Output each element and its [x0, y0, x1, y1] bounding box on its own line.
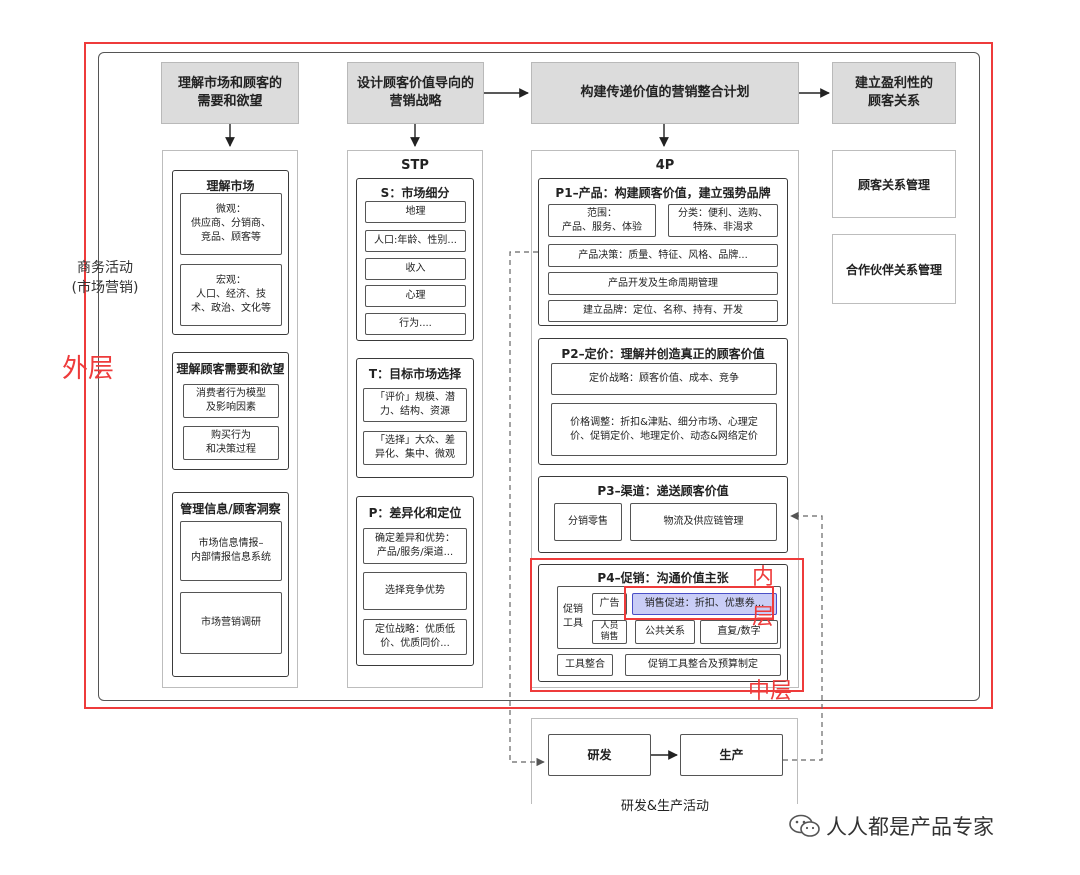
micro-environment-item: 微观： 供应商、分销商、 竞品、顾客等 [180, 193, 282, 255]
inner-layer-label: 内 [752, 565, 775, 590]
distribution-retail-item: 分销零售 [554, 503, 622, 541]
segment-item: 心理 [365, 285, 466, 307]
group-title: 理解市场 [206, 179, 255, 193]
pricing-strategy-item: 定价战略：顾客价值、成本、竞争 [551, 363, 777, 395]
segment-item: 地理 [365, 201, 466, 223]
macro-environment-item: 宏观： 人口、经济、技 术、政治、文化等 [180, 264, 282, 326]
header-design-strategy: 设计顾客价值导向的 营销战略 [347, 62, 484, 124]
header-integrated-plan: 构建传递价值的营销整合计划 [531, 62, 799, 124]
select-item: 「选择」大众、差 异化、集中、微观 [363, 431, 467, 465]
crm-box: 顾客关系管理 [832, 150, 956, 218]
consumer-behavior-item: 消费者行为模型 及影响因素 [183, 384, 279, 418]
group-title: P1–产品：构建顾客价值，建立强势品牌 [555, 186, 771, 200]
group-title: P2–定价：理解并创造真正的顾客价值 [561, 347, 765, 361]
wechat-icon [788, 813, 822, 839]
segment-item: 行为.... [365, 313, 466, 335]
watermark: 人人都是产品专家 [788, 808, 994, 844]
positioning-strategy-item: 定位战略：优质低 价、优质同价... [363, 619, 467, 655]
group-title: S：市场细分 [380, 186, 450, 200]
promotion-budget-item: 促销工具整合及预算制定 [625, 654, 781, 676]
production-box: 生产 [680, 734, 783, 776]
group-title: P：差异化和定位 [368, 506, 462, 520]
stp-title: STP [401, 157, 429, 173]
group-title: P3–渠道：递送顾客价值 [597, 484, 729, 498]
segment-item: 收入 [365, 258, 466, 280]
logistics-item: 物流及供应链管理 [630, 503, 777, 541]
inner-layer-label-2: 层 [752, 605, 775, 630]
rd-activity-label: 研发&生产活动 [598, 793, 732, 815]
market-intelligence-item: 市场信息情报– 内部情报信息系统 [180, 521, 282, 581]
group-title: 理解顾客需要和欲望 [176, 362, 285, 376]
promotion-tools-label: 促销 工具 [563, 604, 583, 629]
price-adjust-item: 价格调整：折扣&津贴、细分市场、心理定 价、促销定价、地理定价、动态&网络定价 [551, 403, 777, 456]
product-decision-item: 产品决策：质量、特征、风格、品牌... [548, 244, 778, 267]
inner-layer-frame [624, 586, 774, 620]
4p-title: 4P [655, 157, 675, 173]
direct-digital-item: 直复/数字 [700, 620, 778, 644]
advertising-item: 广告 [592, 593, 627, 615]
evaluate-item: 「评价」规模、潜 力、结构、资源 [363, 388, 467, 422]
research-box: 研发 [548, 734, 651, 776]
group-title: P4–促销：沟通价值主张 [597, 571, 729, 585]
header-profitable-relationship: 建立盈利性的 顾客关系 [832, 62, 956, 124]
product-scope-item: 范围： 产品、服务、体验 [548, 204, 656, 237]
group-title: T：目标市场选择 [368, 367, 462, 381]
marketing-research-item: 市场营销调研 [180, 592, 282, 654]
prm-box: 合作伙伴关系管理 [832, 234, 956, 304]
public-relations-item: 公共关系 [635, 620, 695, 644]
header-understand-market: 理解市场和顾客的 需要和欲望 [161, 62, 299, 124]
business-activity-label: 商务活动 (市场营销) [71, 260, 139, 296]
differentiation-item: 确定差异和优势： 产品/服务/渠道... [363, 528, 467, 564]
product-category-item: 分类：便利、选购、 特殊、非渴求 [668, 204, 778, 237]
build-brand-item: 建立品牌：定位、名称、持有、开发 [548, 300, 778, 322]
tool-integration-item: 工具整合 [557, 654, 613, 676]
segment-item: 人口:年龄、性别... [365, 230, 466, 252]
outer-layer-label: 外层 [62, 354, 115, 384]
personal-selling-item: 人员 销售 [592, 620, 627, 644]
competitive-advantage-item: 选择竞争优势 [363, 572, 467, 610]
middle-layer-label: 中层 [748, 679, 793, 704]
sales-promotion-item: 销售促进：折扣、优惠券... [632, 593, 777, 615]
purchase-behavior-item: 购买行为 和决策过程 [183, 426, 279, 460]
group-title: 管理信息/顾客洞察 [180, 502, 281, 516]
product-lifecycle-item: 产品开发及生命周期管理 [548, 272, 778, 295]
